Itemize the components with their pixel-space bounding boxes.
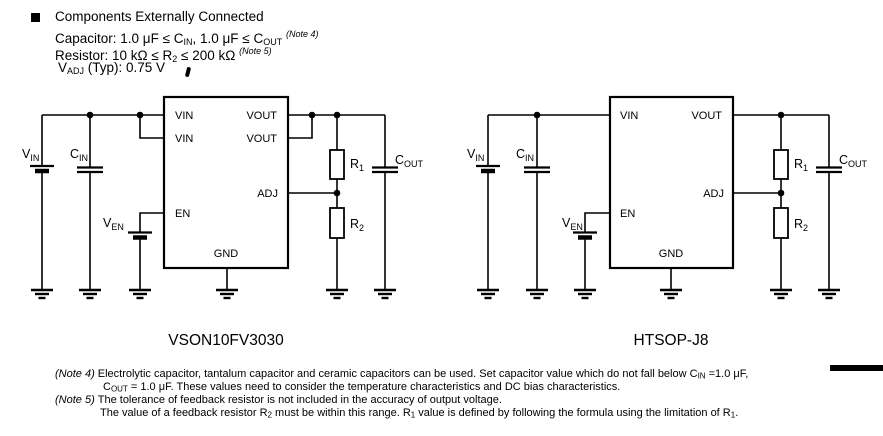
right-ven-battery-symbol: [573, 233, 597, 238]
left-r2-resistor-symbol: [329, 207, 345, 239]
capacitor-spec-mid: , 1.0 μF ≤ C: [192, 31, 264, 46]
left-pin-vout2-label: VOUT: [246, 133, 277, 145]
left-cout-capacitor-symbol: [370, 166, 400, 174]
right-cin-capacitor-symbol: [522, 166, 552, 174]
header-title: Components Externally Connected: [55, 9, 264, 24]
note4-text1: Electrolytic capacitor, tantalum capacit…: [97, 368, 698, 380]
note4-cout-subscript: OUT: [110, 384, 128, 394]
right-cout-label: COUT: [839, 153, 868, 169]
vadj-subscript: ADJ: [67, 66, 85, 76]
vadj-spec-text: V: [58, 60, 68, 75]
left-vin-source-label: VIN: [22, 147, 39, 163]
note5-text2-mid: must be within this range. R: [271, 407, 411, 419]
left-r1-label: R1: [350, 157, 364, 173]
note4-text2-end: = 1.0 μF. These values need to consider …: [127, 381, 621, 393]
right-ground-symbols: [475, 288, 842, 300]
resistor-spec-mid: ≤ 200 kΩ: [177, 48, 236, 63]
resistor-spec-text: Resistor: 10 kΩ ≤ R: [55, 48, 173, 63]
left-cout-label: COUT: [395, 153, 424, 169]
note4-cin-subscript: IN: [697, 371, 706, 381]
note5-text1: The tolerance of feedback resistor is no…: [97, 394, 502, 406]
note5-line1: (Note 5)The tolerance of feedback resist…: [55, 394, 502, 407]
r2-subscript: 2: [172, 54, 178, 64]
left-cin-label: CIN: [70, 147, 88, 163]
left-pin-vout1-label: VOUT: [246, 110, 277, 122]
right-junction-dots: [533, 111, 785, 197]
note5-line2: The value of a feedback resistor R2 must…: [100, 407, 738, 422]
note4-text1-end: =1.0 μF,: [705, 368, 749, 380]
left-r1-resistor-symbol: [329, 149, 345, 180]
note5-text2-mid2: value is defined by following the formul…: [415, 407, 731, 419]
right-cout-capacitor-symbol: [814, 166, 844, 174]
vadj-spec-mid: (Typ): 0.75 V: [84, 60, 166, 75]
right-ven-source-label: VEN: [562, 216, 583, 232]
left-pin-vin1-label: VIN: [175, 110, 193, 122]
note5-text2-end: .: [735, 407, 739, 419]
left-junction-dots: [86, 111, 341, 197]
capacitor-spec-line: Capacitor: 1.0 μF ≤ CIN, 1.0 μF ≤ COUT (…: [55, 26, 318, 50]
note5-r1-subscript-a: 1: [410, 410, 416, 420]
cout-subscript: OUT: [263, 37, 283, 47]
right-pin-vout-label: VOUT: [691, 110, 722, 122]
right-pin-gnd-label: GND: [659, 248, 684, 260]
note5-r1-subscript-b: 1: [730, 410, 736, 420]
note5-reference: (Note 5): [239, 46, 272, 56]
vadj-spec-line: VADJ (Typ): 0.75 V: [58, 60, 165, 79]
right-pin-adj-label: ADJ: [703, 188, 724, 200]
right-circuit-wires: [487, 114, 830, 290]
left-pin-vin2-label: VIN: [175, 133, 193, 145]
note5-r2-subscript: 2: [267, 410, 272, 420]
left-package-caption: VSON10FV3030: [168, 332, 284, 349]
left-pin-gnd-label: GND: [214, 248, 239, 260]
left-circuit-wires: [41, 114, 386, 290]
capacitor-spec-text: Capacitor: 1.0 μF ≤ C: [55, 31, 184, 46]
right-r1-label: R1: [794, 157, 808, 173]
right-package-caption: HTSOP-J8: [634, 332, 709, 349]
note4-tag: (Note 4): [55, 368, 95, 380]
header-title-line: Components Externally Connected: [55, 9, 264, 25]
left-pin-en-label: EN: [175, 208, 190, 220]
left-pin-adj-label: ADJ: [257, 188, 278, 200]
bullet-square-icon: [31, 13, 40, 22]
circuit-left: VIN VIN VOUT VOUT ADJ EN GND VIN CIN VEN…: [22, 95, 424, 349]
left-cin-capacitor-symbol: [75, 166, 105, 174]
left-ven-battery-symbol: [128, 233, 152, 238]
circuit-right: VIN VOUT ADJ EN GND VIN CIN VEN R1 R2 CO…: [467, 95, 868, 349]
note5-text2-start: The value of a feedback resistor R: [100, 407, 268, 419]
note4-line1: (Note 4)Electrolytic capacitor, tantalum…: [55, 368, 748, 383]
right-pin-en-label: EN: [620, 208, 635, 220]
resistor-spec-line: Resistor: 10 kΩ ≤ R2 ≤ 200 kΩ (Note 5): [55, 43, 272, 67]
right-r1-resistor-symbol: [773, 149, 789, 180]
right-vin-source-label: VIN: [467, 147, 484, 163]
note4-reference: (Note 4): [285, 29, 319, 39]
right-vin-battery-symbol: [476, 166, 500, 171]
left-ground-symbols: [29, 288, 398, 300]
left-vin-battery-symbol: [30, 166, 54, 171]
note5-tag: (Note 5): [55, 394, 95, 406]
left-ic-body: [162, 95, 290, 270]
left-ven-source-label: VEN: [103, 216, 124, 232]
right-r2-label: R2: [794, 217, 808, 233]
right-ic-body: [608, 95, 735, 270]
cin-subscript: IN: [183, 37, 193, 47]
right-r2-resistor-symbol: [773, 207, 789, 239]
note4-text2-start: C: [103, 381, 111, 393]
application-circuits-figure: VIN VIN VOUT VOUT ADJ EN GND VIN CIN VEN…: [22, 95, 868, 349]
stray-ink-mark: [184, 66, 192, 78]
note4-line2: COUT = 1.0 μF. These values need to cons…: [103, 381, 620, 396]
black-bar: [830, 365, 883, 371]
left-r2-label: R2: [350, 217, 364, 233]
right-pin-vin-label: VIN: [620, 110, 638, 122]
right-cin-label: CIN: [516, 147, 534, 163]
